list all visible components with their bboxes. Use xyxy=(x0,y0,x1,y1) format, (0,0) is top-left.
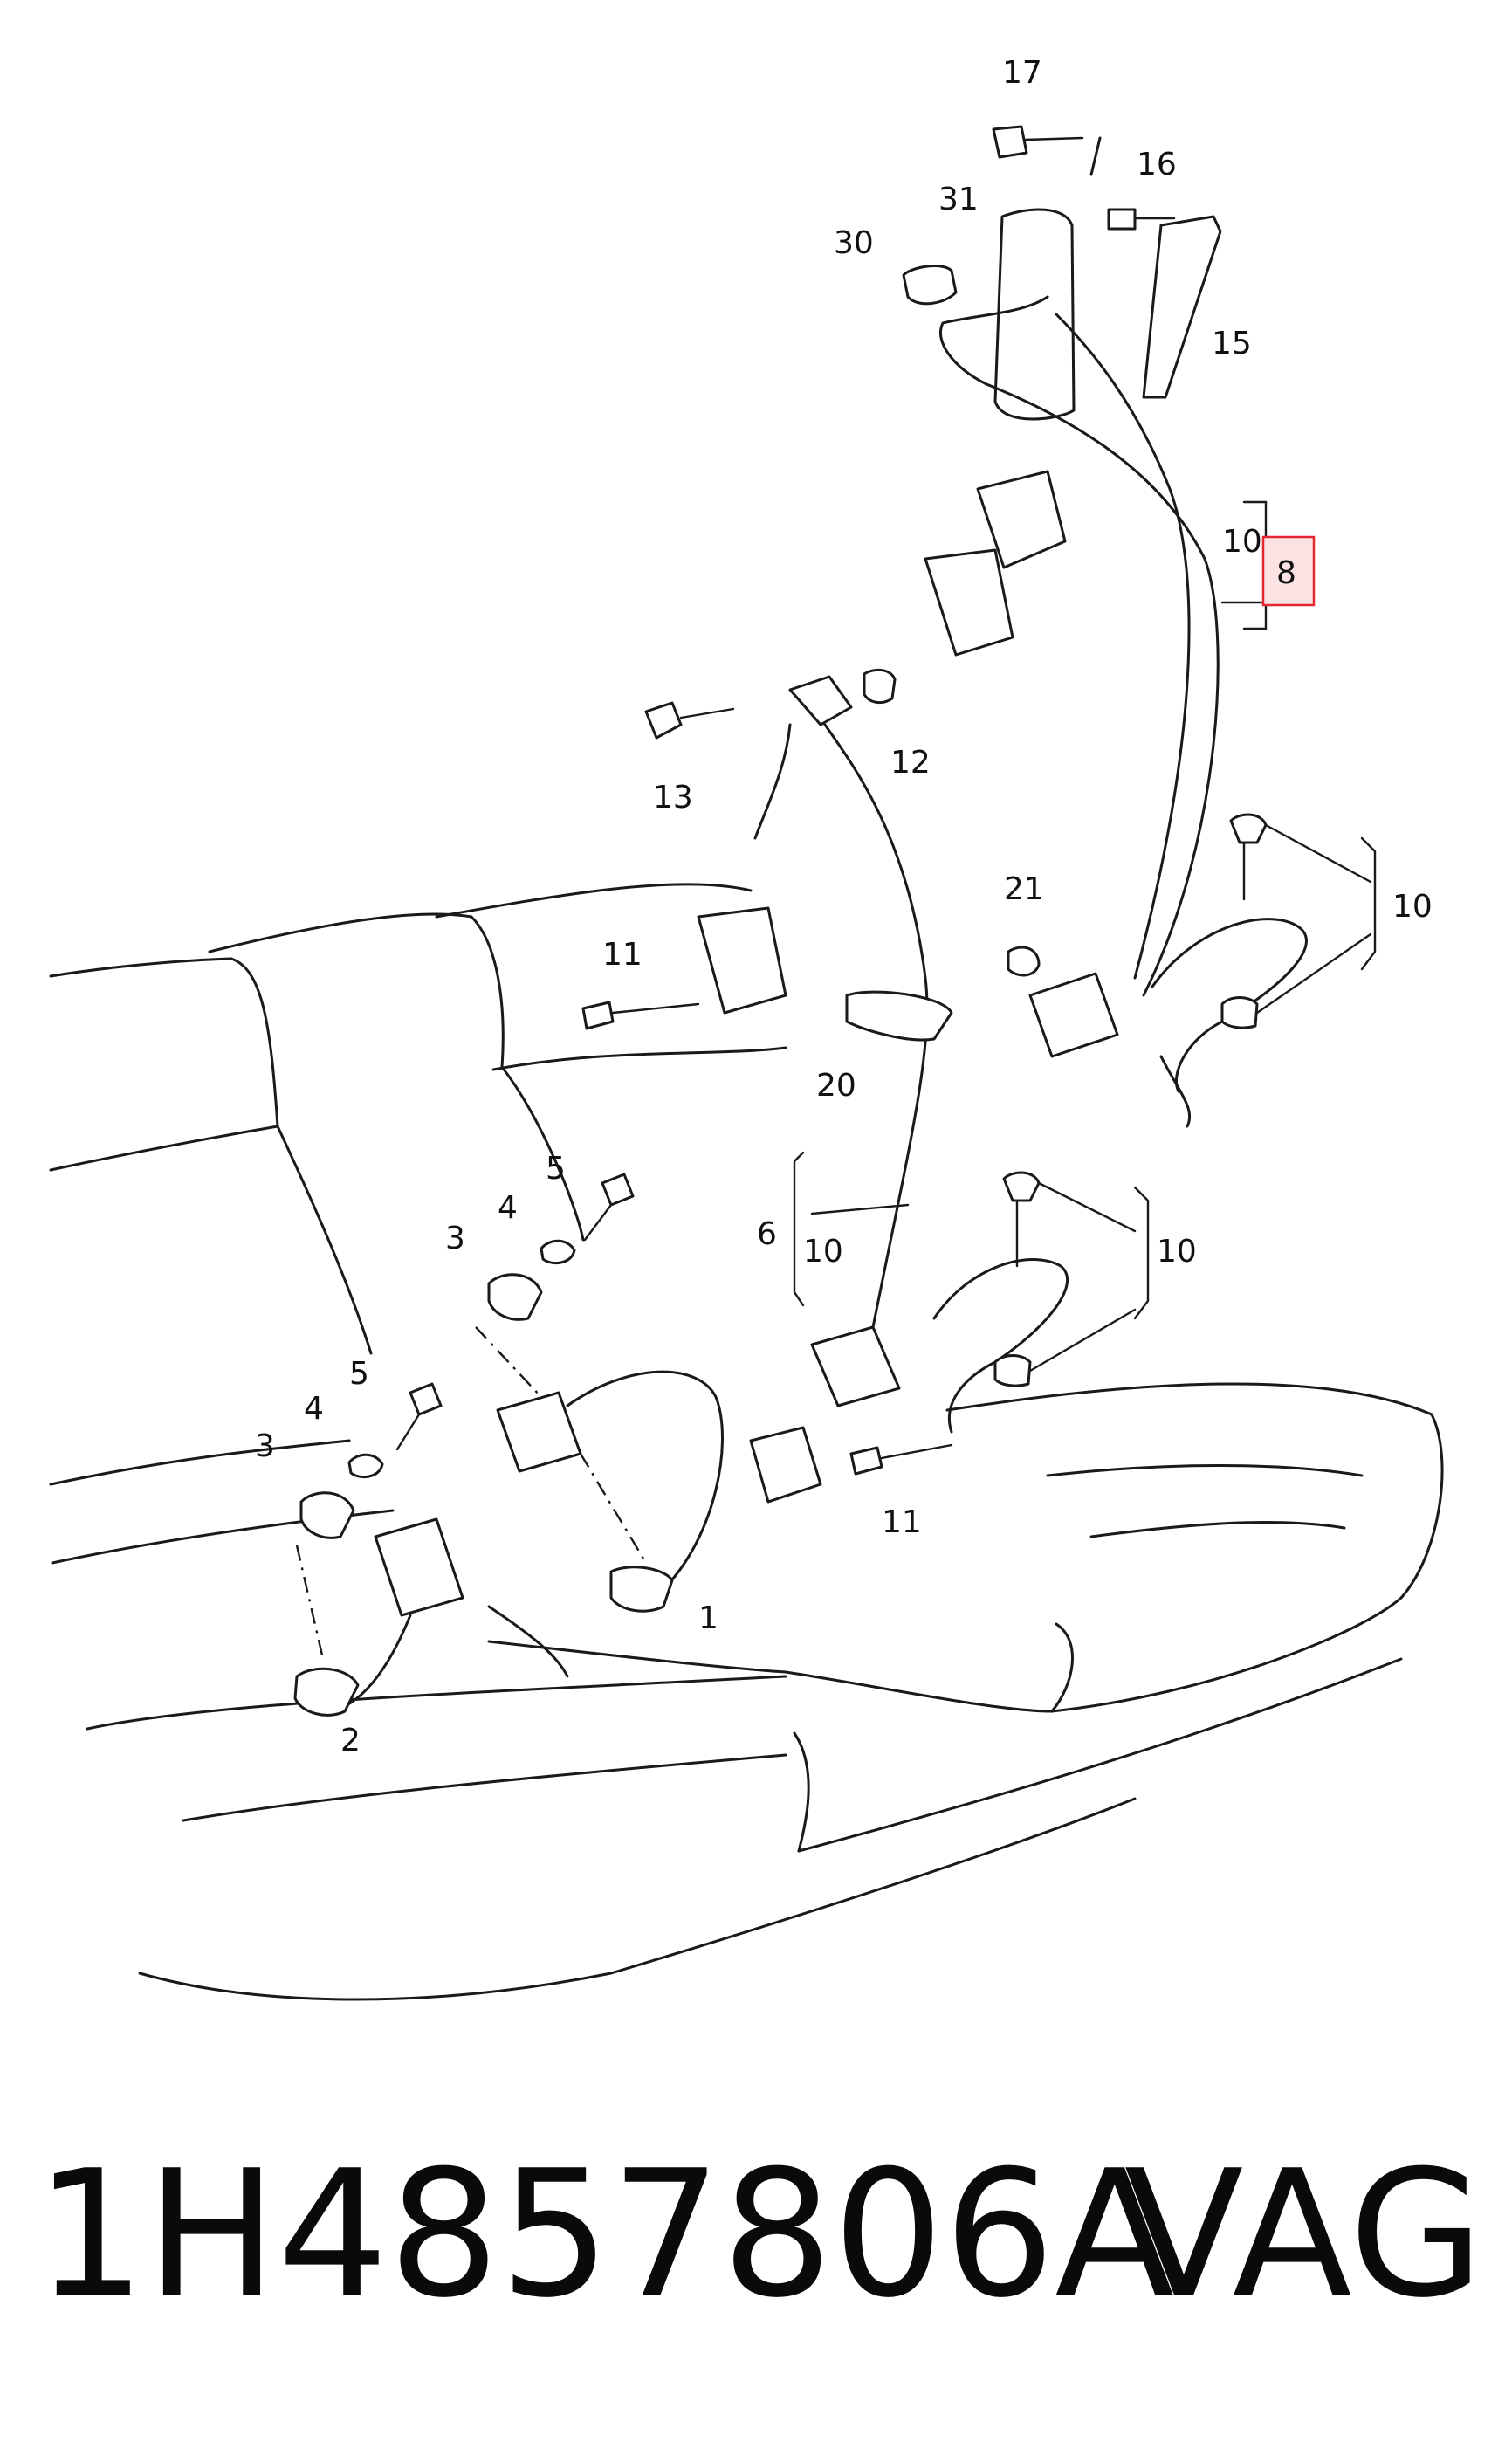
callout-8: 8 xyxy=(1276,555,1296,591)
callout-12: 12 xyxy=(890,745,931,781)
nut-12 xyxy=(863,668,897,705)
callout-17: 17 xyxy=(1002,55,1042,91)
callout-2: 2 xyxy=(340,1723,361,1758)
callout-labels: 17 16 31 30 15 10 12 13 21 10 11 20 5 4 … xyxy=(255,55,1433,1758)
bolt-5-lower xyxy=(409,1382,443,1416)
callout-13: 13 xyxy=(653,780,693,815)
callout-11-lower: 11 xyxy=(882,1504,922,1540)
callout-21: 21 xyxy=(1004,871,1044,907)
bolt-16 xyxy=(1107,208,1137,231)
brand-name: VAG xyxy=(1124,2133,1484,2336)
bolt-11-upper xyxy=(581,1001,615,1030)
left-buckle-assembly xyxy=(293,1173,822,1717)
caption-bar: 1H4857806A VAG xyxy=(35,2130,1484,2340)
centre-anchor-cap xyxy=(1002,1171,1041,1202)
trim-cap xyxy=(902,265,958,306)
buckle-1-tongue xyxy=(609,1566,674,1613)
callout-16: 16 xyxy=(1137,147,1177,182)
upper-retractor-assembly xyxy=(902,125,1268,997)
bolt-17 xyxy=(992,125,1028,159)
right-lower-anchor xyxy=(1028,813,1377,1128)
bolt-5-upper xyxy=(601,1173,635,1207)
callout-10-right: 10 xyxy=(1392,889,1433,925)
centre-bracket xyxy=(788,675,853,726)
callout-10-lower: 10 xyxy=(1157,1234,1197,1270)
callout-4-upper: 4 xyxy=(498,1190,518,1226)
centre-latch-plate xyxy=(810,1325,901,1407)
callout-1: 1 xyxy=(698,1600,718,1636)
buckle-2-tongue xyxy=(293,1667,360,1717)
callout-20: 20 xyxy=(816,1068,856,1104)
highlighted-callout-8: 8 xyxy=(1261,535,1316,607)
height-adjuster xyxy=(1142,215,1222,399)
centre-belt-assembly xyxy=(581,668,1041,1407)
centre-guide-20 xyxy=(845,990,953,1042)
washer-4-upper xyxy=(540,1239,576,1265)
callout-3-upper: 3 xyxy=(445,1221,465,1256)
callout-10-upper: 10 xyxy=(1222,524,1262,560)
centre-anchor-bolt xyxy=(993,1354,1032,1387)
callout-5-upper: 5 xyxy=(546,1151,566,1187)
rear-seat-outline xyxy=(49,883,1444,2001)
upper-latch-plate xyxy=(924,548,1014,657)
callout-30: 30 xyxy=(834,225,874,261)
highlight-box xyxy=(1261,535,1316,607)
right-anchor-bolt xyxy=(1220,996,1259,1029)
callout-4-lower: 4 xyxy=(304,1391,324,1427)
centre-lower-anchor xyxy=(849,1171,1150,1476)
callout-15: 15 xyxy=(1212,326,1252,361)
washer-4-lower xyxy=(347,1453,384,1479)
callout-5-lower: 5 xyxy=(349,1356,369,1392)
bolt-13 xyxy=(644,701,683,740)
belt-guide-trim xyxy=(993,208,1076,421)
bracket-3-lower xyxy=(299,1491,355,1539)
bracket-3-upper xyxy=(487,1273,543,1321)
grommet-21 xyxy=(1007,946,1041,977)
upper-buckle-latch xyxy=(976,470,1067,569)
callout-11-upper: 11 xyxy=(602,937,643,973)
callout-31: 31 xyxy=(938,182,979,217)
part-number: 1H4857806A xyxy=(35,2133,1175,2336)
right-anchor-cap xyxy=(1229,813,1268,844)
callout-3-lower: 3 xyxy=(255,1428,275,1464)
centre-buckle-housing xyxy=(697,906,787,1015)
callout-6: 6 xyxy=(757,1216,777,1252)
callout-10-centre: 10 xyxy=(803,1234,843,1270)
right-latch-plate xyxy=(1028,972,1119,1058)
buckle-1-housing xyxy=(749,1426,822,1504)
bolt-11-lower xyxy=(849,1446,883,1476)
buckle-2-housing xyxy=(374,1517,464,1617)
